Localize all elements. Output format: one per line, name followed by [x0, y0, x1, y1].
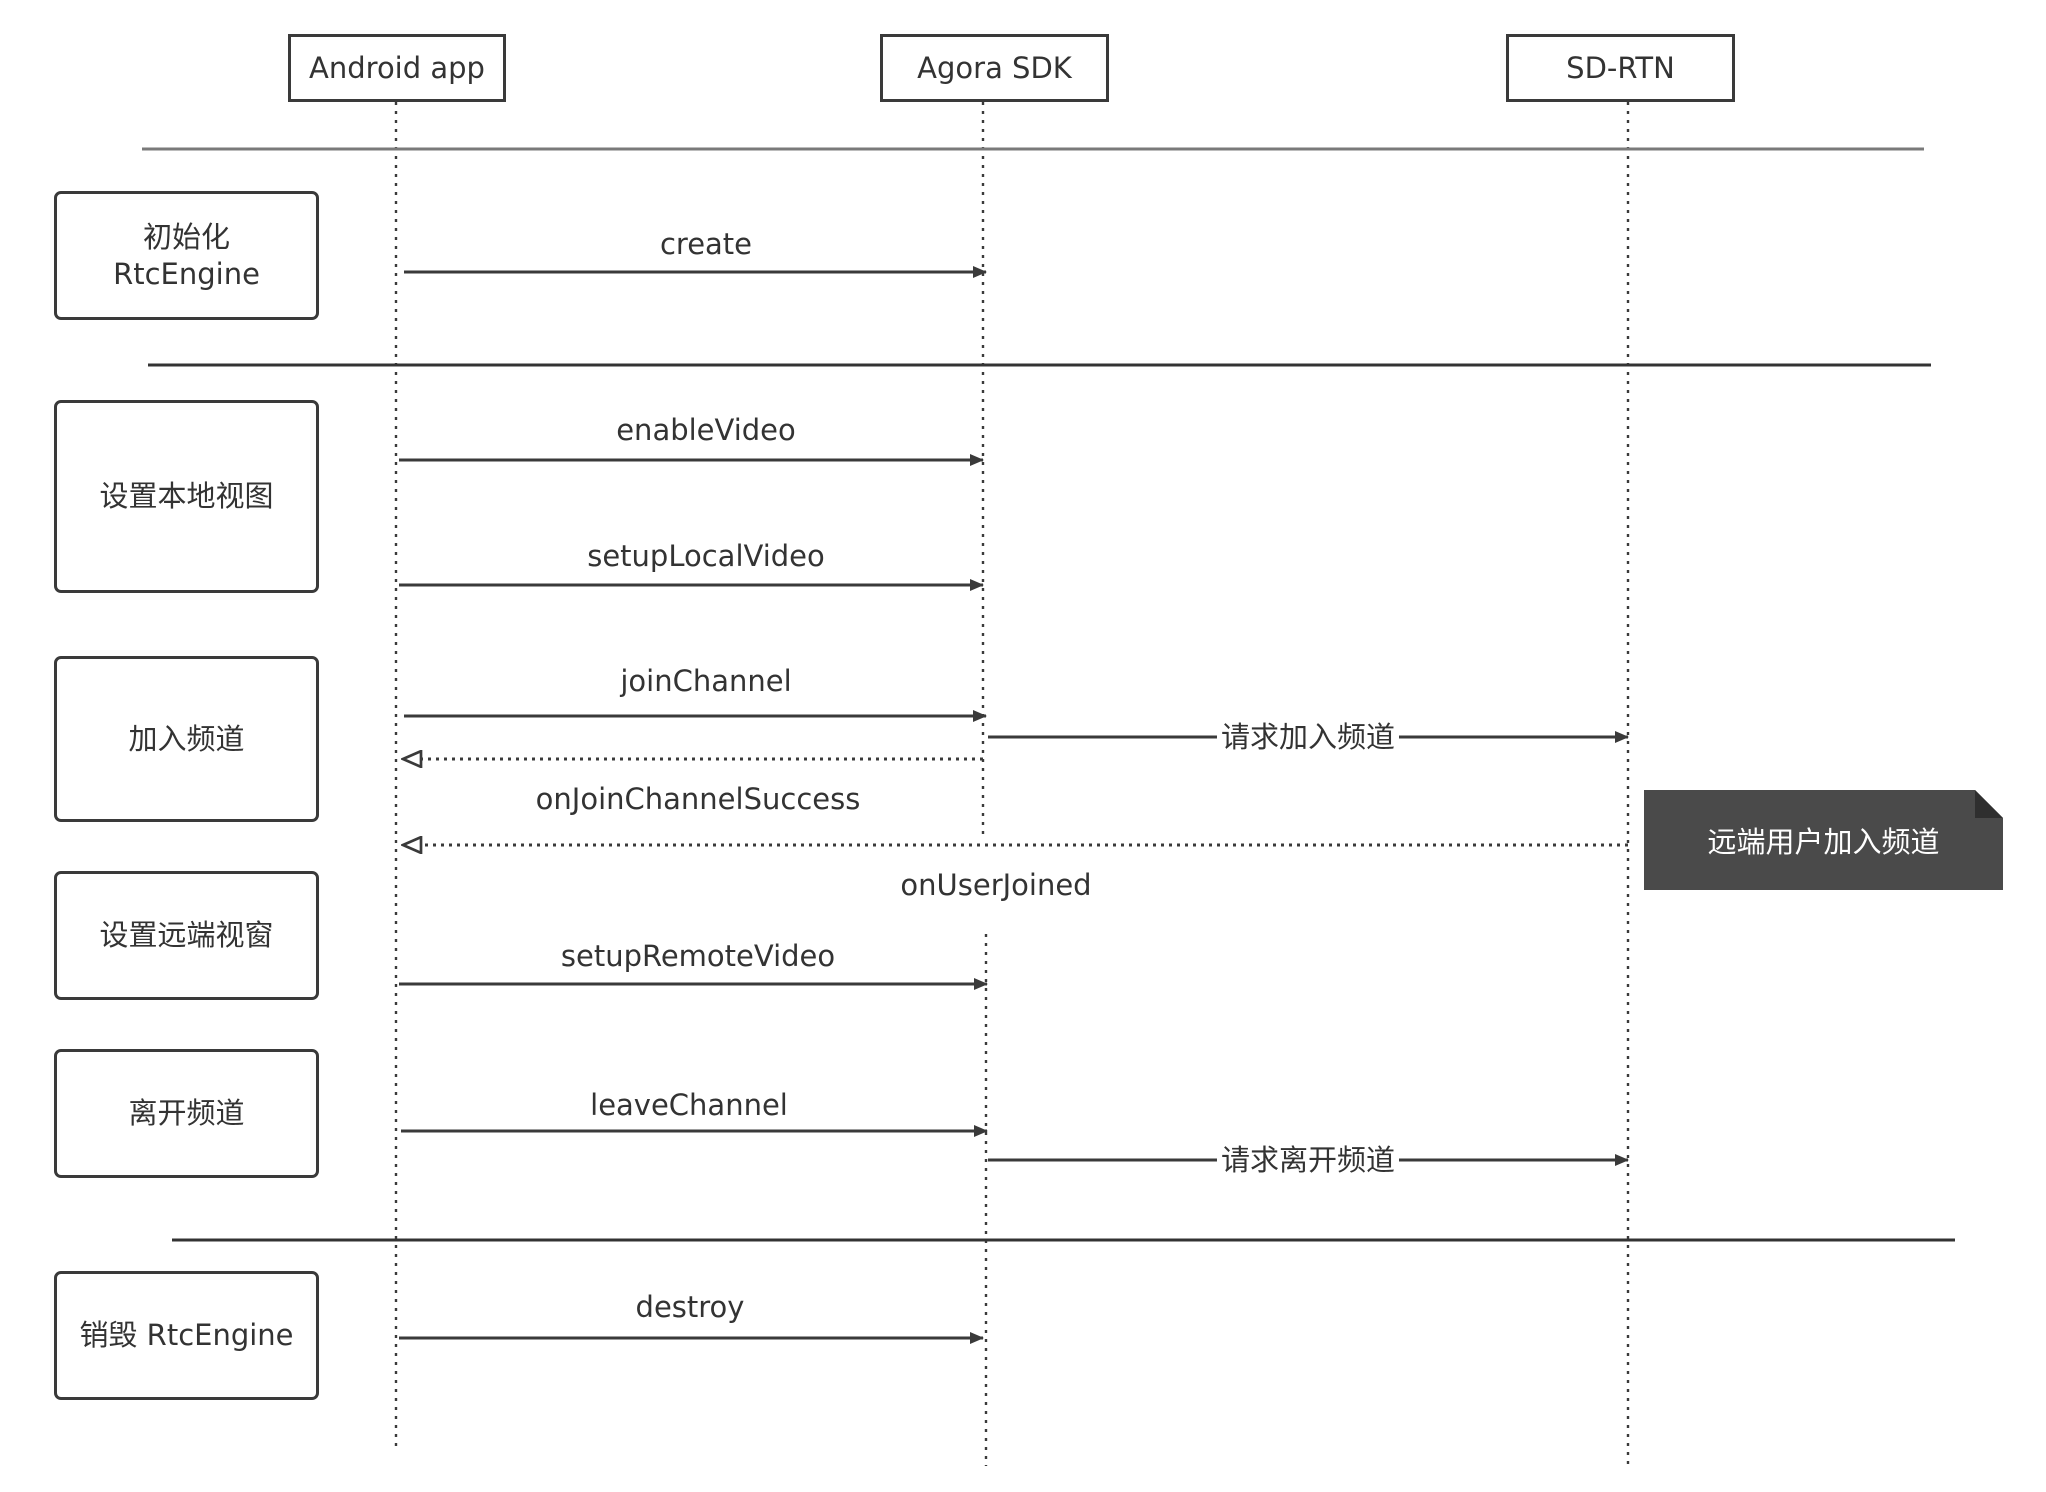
stage-label: 设置远端视窗	[99, 918, 274, 953]
stage-remote-view: 设置远端视窗	[54, 871, 319, 1000]
message-label-enableVideo: enableVideo	[616, 413, 796, 447]
stage-join-channel: 加入频道	[54, 656, 319, 822]
note-remote-user-joined: 远端用户加入频道	[1644, 790, 2003, 890]
stage-label: 销毁 RtcEngine	[79, 1318, 294, 1353]
stage-label: 加入频道	[128, 721, 245, 756]
stage-destroy: 销毁 RtcEngine	[54, 1271, 319, 1400]
participant-label: SD-RTN	[1566, 50, 1675, 85]
message-label-setupLocalVideo: setupLocalVideo	[587, 539, 825, 573]
stage-local-view: 设置本地视图	[54, 400, 319, 593]
participant-label: Android app	[309, 50, 485, 85]
stage-label: 离开频道	[128, 1096, 245, 1131]
participant-label: Agora SDK	[917, 50, 1072, 85]
message-label-setupRemoteVideo: setupRemoteVideo	[560, 939, 836, 973]
stage-init: 初始化 RtcEngine	[54, 191, 319, 320]
stage-label: 设置本地视图	[99, 479, 274, 514]
message-label-onUserJoined: onUserJoined	[900, 868, 1092, 902]
message-label-request-join: 请求加入频道	[1216, 723, 1400, 752]
message-label-request-leave: 请求离开频道	[1216, 1146, 1400, 1175]
stage-label: 初始化 RtcEngine	[113, 220, 260, 291]
message-label-destroy: destroy	[635, 1290, 745, 1324]
message-label-leaveChannel: leaveChannel	[590, 1088, 788, 1122]
message-label-joinChannel: joinChannel	[620, 664, 792, 698]
message-label-onJoinChannelSuccess: onJoinChannelSuccess	[535, 782, 861, 816]
message-label-create: create	[659, 227, 753, 261]
participant-agora-sdk: Agora SDK	[880, 34, 1109, 102]
note-shape	[1644, 790, 2003, 890]
participant-sd-rtn: SD-RTN	[1506, 34, 1735, 102]
note-fold	[1975, 790, 2003, 818]
note-label: 远端用户加入频道	[1707, 825, 1940, 859]
participant-android-app: Android app	[288, 34, 506, 102]
stage-leave-channel: 离开频道	[54, 1049, 319, 1178]
